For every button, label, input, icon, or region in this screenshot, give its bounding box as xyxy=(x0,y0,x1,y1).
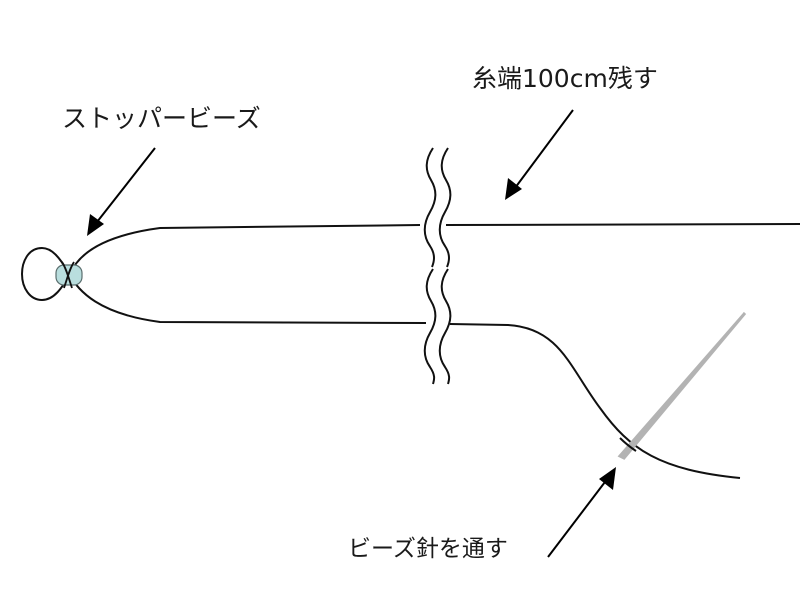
arrow-thread-tail-icon xyxy=(505,109,574,200)
wavy-break-marks-upper xyxy=(423,147,452,268)
upper-thread-right xyxy=(445,223,800,226)
needle-thread-overlap xyxy=(619,437,637,452)
thread-crossing xyxy=(61,261,75,289)
wavy-break-marks-lower xyxy=(423,268,452,385)
stopper-bead-label: ストッパービーズ xyxy=(62,104,261,133)
bead-needle xyxy=(617,312,747,460)
arrow-stopper-bead-icon xyxy=(87,147,156,236)
thread-tail-label: 糸端100cm残す xyxy=(472,64,658,93)
upper-thread xyxy=(69,224,421,275)
thread-loop xyxy=(20,246,71,302)
arrow-bead-needle-icon xyxy=(547,467,616,558)
lower-thread-right xyxy=(449,323,741,479)
lower-thread xyxy=(67,271,427,324)
bead-needle-label: ビーズ針を通す xyxy=(348,536,508,562)
